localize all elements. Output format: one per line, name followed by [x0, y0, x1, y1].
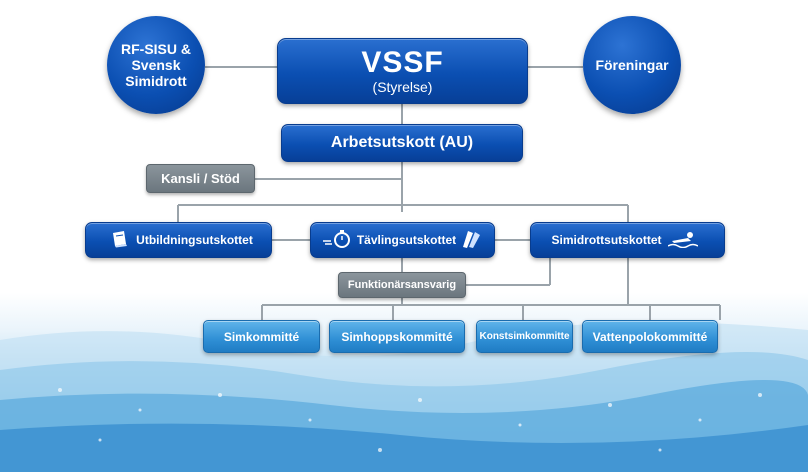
swim-fins-icon	[460, 229, 482, 252]
tavling-node: Tävlingsutskottet	[310, 222, 495, 258]
au-node: Arbetsutskott (AU)	[281, 124, 523, 162]
utbildning-node: Utbildningsutskottet	[85, 222, 272, 258]
simkommitte-node: Simkommitté	[203, 320, 320, 353]
simkommitte-label: Simkommitté	[223, 329, 300, 344]
rf-sisu-line-1: RF-SISU &	[121, 41, 191, 57]
vattenpolo-label: Vattenpolokommitté	[592, 329, 708, 344]
vssf-subtitle: (Styrelse)	[372, 79, 433, 95]
swimmer-icon	[667, 230, 698, 251]
foreningar-label: Föreningar	[595, 57, 669, 73]
kansli-label: Kansli / Stöd	[161, 171, 240, 186]
stopwatch-icon	[322, 229, 353, 251]
tavling-label: Tävlingsutskottet	[356, 233, 457, 247]
vssf-node: VSSF (Styrelse)	[277, 38, 528, 104]
vattenpolo-node: Vattenpolokommitté	[582, 320, 718, 353]
konstsim-node: Konstsimkommitte	[476, 320, 573, 353]
simidrott-node: Simidrottsutskottet	[530, 222, 725, 258]
rf-sisu-line-3: Simidrott	[125, 73, 187, 89]
utbildning-label: Utbildningsutskottet	[136, 233, 253, 247]
simhopp-label: Simhoppskommitté	[341, 329, 453, 344]
konstsim-label: Konstsimkommitte	[479, 331, 570, 342]
rf-sisu-line-2: Svensk	[131, 57, 181, 73]
au-label: Arbetsutskott (AU)	[330, 134, 474, 151]
funktionar-label: Funktionärsansvarig	[347, 279, 457, 291]
funktionar-node: Funktionärsansvarig	[338, 272, 466, 298]
simidrott-label: Simidrottsutskottet	[551, 233, 662, 247]
kansli-node: Kansli / Stöd	[146, 164, 255, 193]
foreningar-node: Föreningar	[583, 16, 681, 114]
vssf-title: VSSF	[361, 46, 444, 79]
rf-sisu-node: RF-SISU & Svensk Simidrott	[107, 16, 205, 114]
simhopp-node: Simhoppskommitté	[329, 320, 465, 353]
book-icon	[110, 230, 130, 251]
